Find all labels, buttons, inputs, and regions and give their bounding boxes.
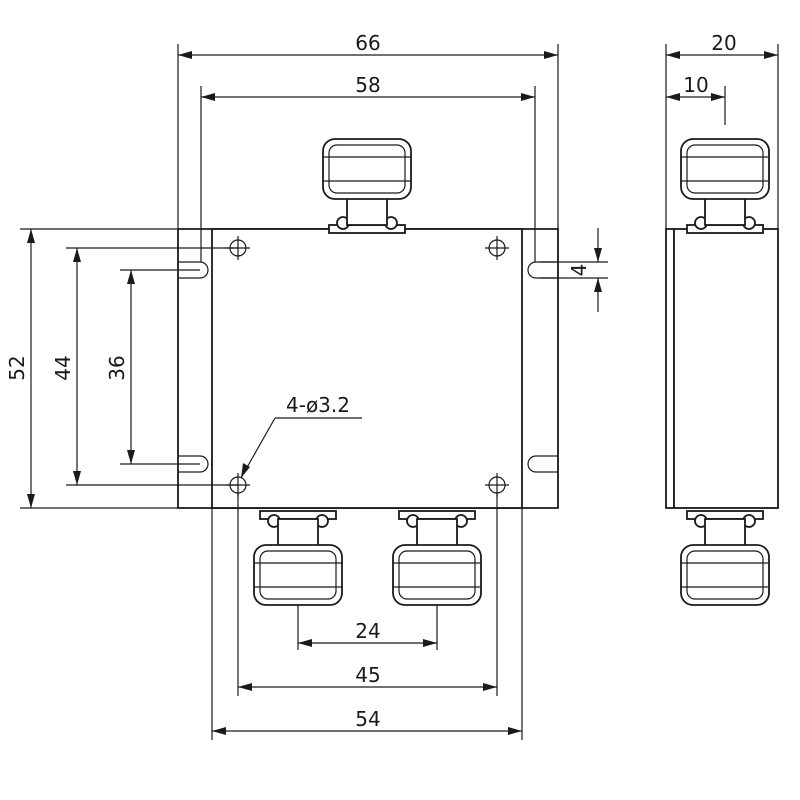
side-flange (665, 228, 675, 509)
mounting-slot-icon (178, 455, 209, 473)
n-type-connector-icon (253, 510, 343, 606)
n-type-connector-icon (322, 138, 412, 234)
n-type-connector-icon (392, 510, 482, 606)
dim-output-spacing: 24 (355, 619, 380, 643)
splitter-body (211, 228, 523, 509)
side-body (673, 228, 779, 509)
dim-slot-length: 36 (105, 355, 129, 380)
dim-width-overall: 66 (355, 31, 380, 55)
dim-hole-spacing-horizontal: 45 (355, 663, 380, 687)
n-type-connector-icon (680, 138, 770, 234)
dim-height-overall: 52 (5, 355, 29, 380)
dim-slot-width: 4 (567, 264, 591, 277)
mounting-slot-icon (527, 455, 558, 473)
mounting-slot-icon (527, 261, 558, 279)
dim-body-width: 54 (355, 707, 380, 731)
dim-side-depth: 20 (711, 31, 736, 55)
n-type-connector-icon (680, 510, 770, 606)
dim-hole-spacing-vertical: 44 (51, 355, 75, 380)
dim-holes-note: 4-ø3.2 (286, 393, 350, 417)
dim-mount-span: 58 (355, 73, 380, 97)
mount-hole-icon (485, 236, 509, 260)
dim-side-connector-offset: 10 (683, 73, 708, 97)
front-view (177, 138, 559, 606)
dimension-lines (20, 44, 779, 740)
side-view (665, 138, 779, 606)
mounting-slot-icon (178, 261, 209, 279)
